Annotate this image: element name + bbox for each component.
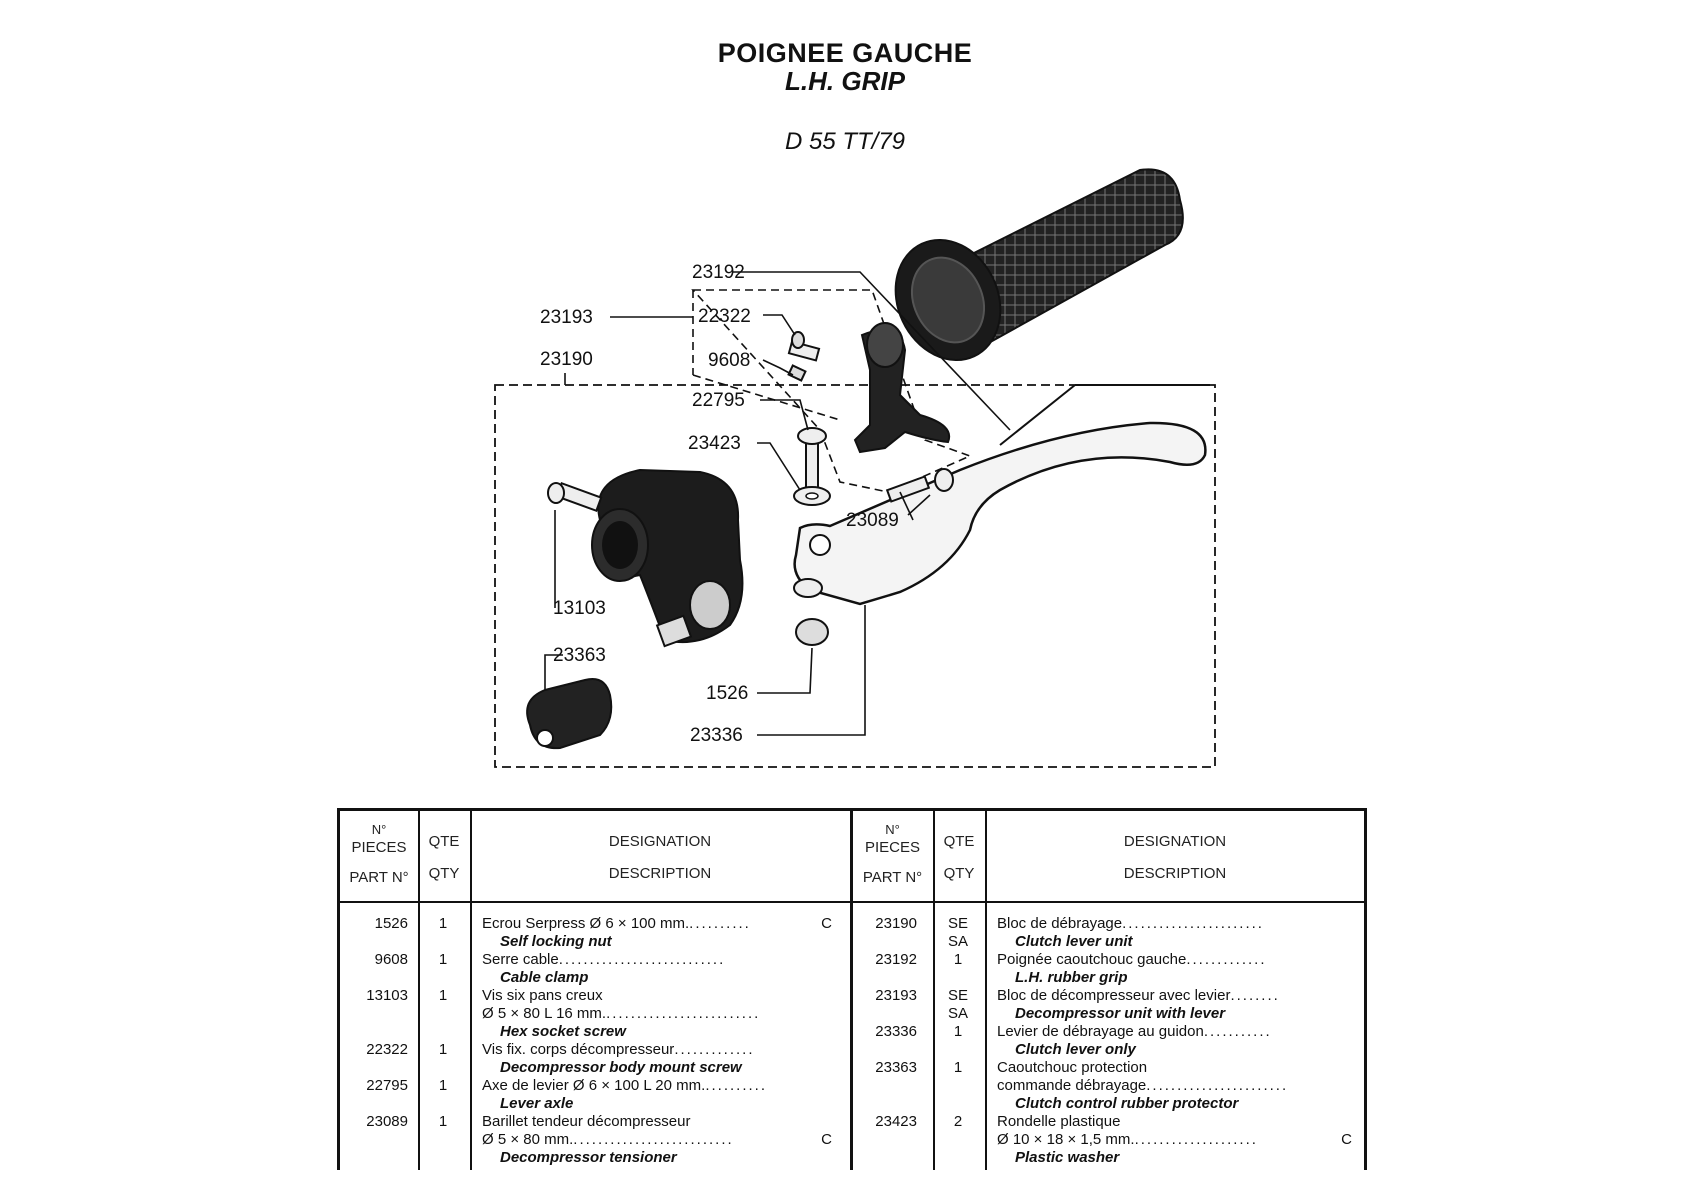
callout-9608: 9608 — [708, 350, 750, 371]
callout-22795: 22795 — [692, 390, 745, 411]
exploded-parts-diagram: 23192 23193 22322 23190 9608 22795 23423… — [494, 168, 1216, 768]
parts-table: N° PIECES PART N° QTE QTY DESIGNATION DE… — [337, 808, 1367, 1170]
callout-23192: 23192 — [692, 262, 745, 283]
header-part-no-right: N° PIECES PART N° — [862, 822, 923, 887]
model-code: D 55 TT/79 — [784, 128, 906, 155]
header-qty-right: QTE QTY — [943, 833, 975, 882]
page-title: POIGNEE GAUCHE — [717, 38, 973, 68]
page-subtitle: L.H. GRIP — [785, 66, 905, 96]
callout-23190: 23190 — [540, 349, 593, 370]
rubber-grip — [894, 168, 1184, 362]
callout-23336: 23336 — [690, 725, 743, 746]
assembly-box-23190 — [494, 384, 1216, 768]
leader-lines — [544, 271, 1011, 736]
clutch-lever-body — [591, 468, 744, 648]
header-part-no: N° PIECES PART N° — [349, 822, 409, 887]
header-designation-right: DESIGNATION DESCRIPTION — [1123, 833, 1227, 882]
header-qty: QTE QTY — [428, 833, 460, 882]
callout-23089: 23089 — [846, 510, 899, 531]
callout-23363: 23363 — [553, 645, 606, 666]
callout-1526: 1526 — [706, 683, 748, 704]
header-designation: DESIGNATION DESCRIPTION — [608, 833, 712, 882]
rubber-protector — [526, 678, 613, 750]
callout-22322: 22322 — [698, 306, 751, 327]
clutch-lever — [793, 384, 1210, 606]
decompressor-lever — [853, 322, 951, 454]
callout-13103: 13103 — [553, 598, 606, 619]
assembly-box-23193 — [691, 289, 973, 493]
small-hardware — [547, 331, 954, 646]
callout-23193: 23193 — [540, 307, 593, 328]
callout-23423: 23423 — [688, 433, 741, 454]
